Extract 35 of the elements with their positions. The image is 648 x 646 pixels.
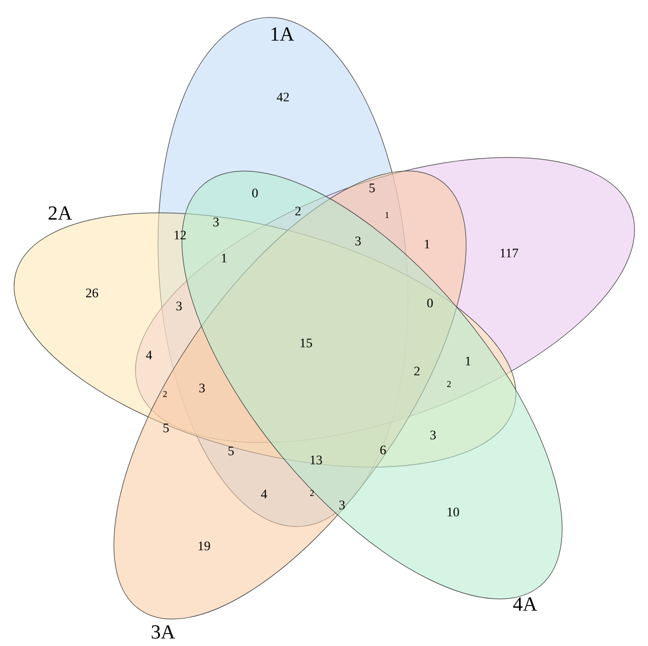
region-count: 3 [176,302,182,310]
region-count: 15 [300,338,312,348]
region-count: 5 [370,184,375,192]
region-count: 26 [86,288,98,298]
region-count: 12 [174,230,186,240]
set-label: 3A [152,625,176,639]
set-label: 2A [48,206,72,220]
region-count: 2 [295,206,301,216]
set-label: 4A [513,597,538,611]
region-count: 19 [198,542,210,550]
region-count: 3 [355,236,361,246]
region-count: 4 [261,490,268,498]
region-count: 1 [386,212,389,218]
region-count: 1 [222,254,226,262]
region-count: 2 [414,366,420,376]
region-count: 5 [228,446,234,456]
region-count: 117 [500,248,518,258]
region-count: 2 [310,490,314,496]
region-count: 3 [213,218,219,226]
region-count: 5 [164,424,169,432]
region-count: 0 [427,298,433,308]
region-count: 13 [310,456,322,464]
region-count: 1 [466,356,470,366]
region-count: 3 [430,430,436,440]
set-label: 1A [272,27,294,41]
region-count: 1 [424,240,430,248]
region-count: 3 [199,384,205,392]
region-count: 4 [146,350,152,360]
region-count: 42 [276,92,289,102]
region-count: 3 [339,500,345,510]
region-count: 2 [163,391,167,397]
region-count: 10 [448,508,459,516]
region-count: 2 [447,381,451,387]
region-count: 0 [252,188,258,198]
region-count: 6 [380,446,386,454]
